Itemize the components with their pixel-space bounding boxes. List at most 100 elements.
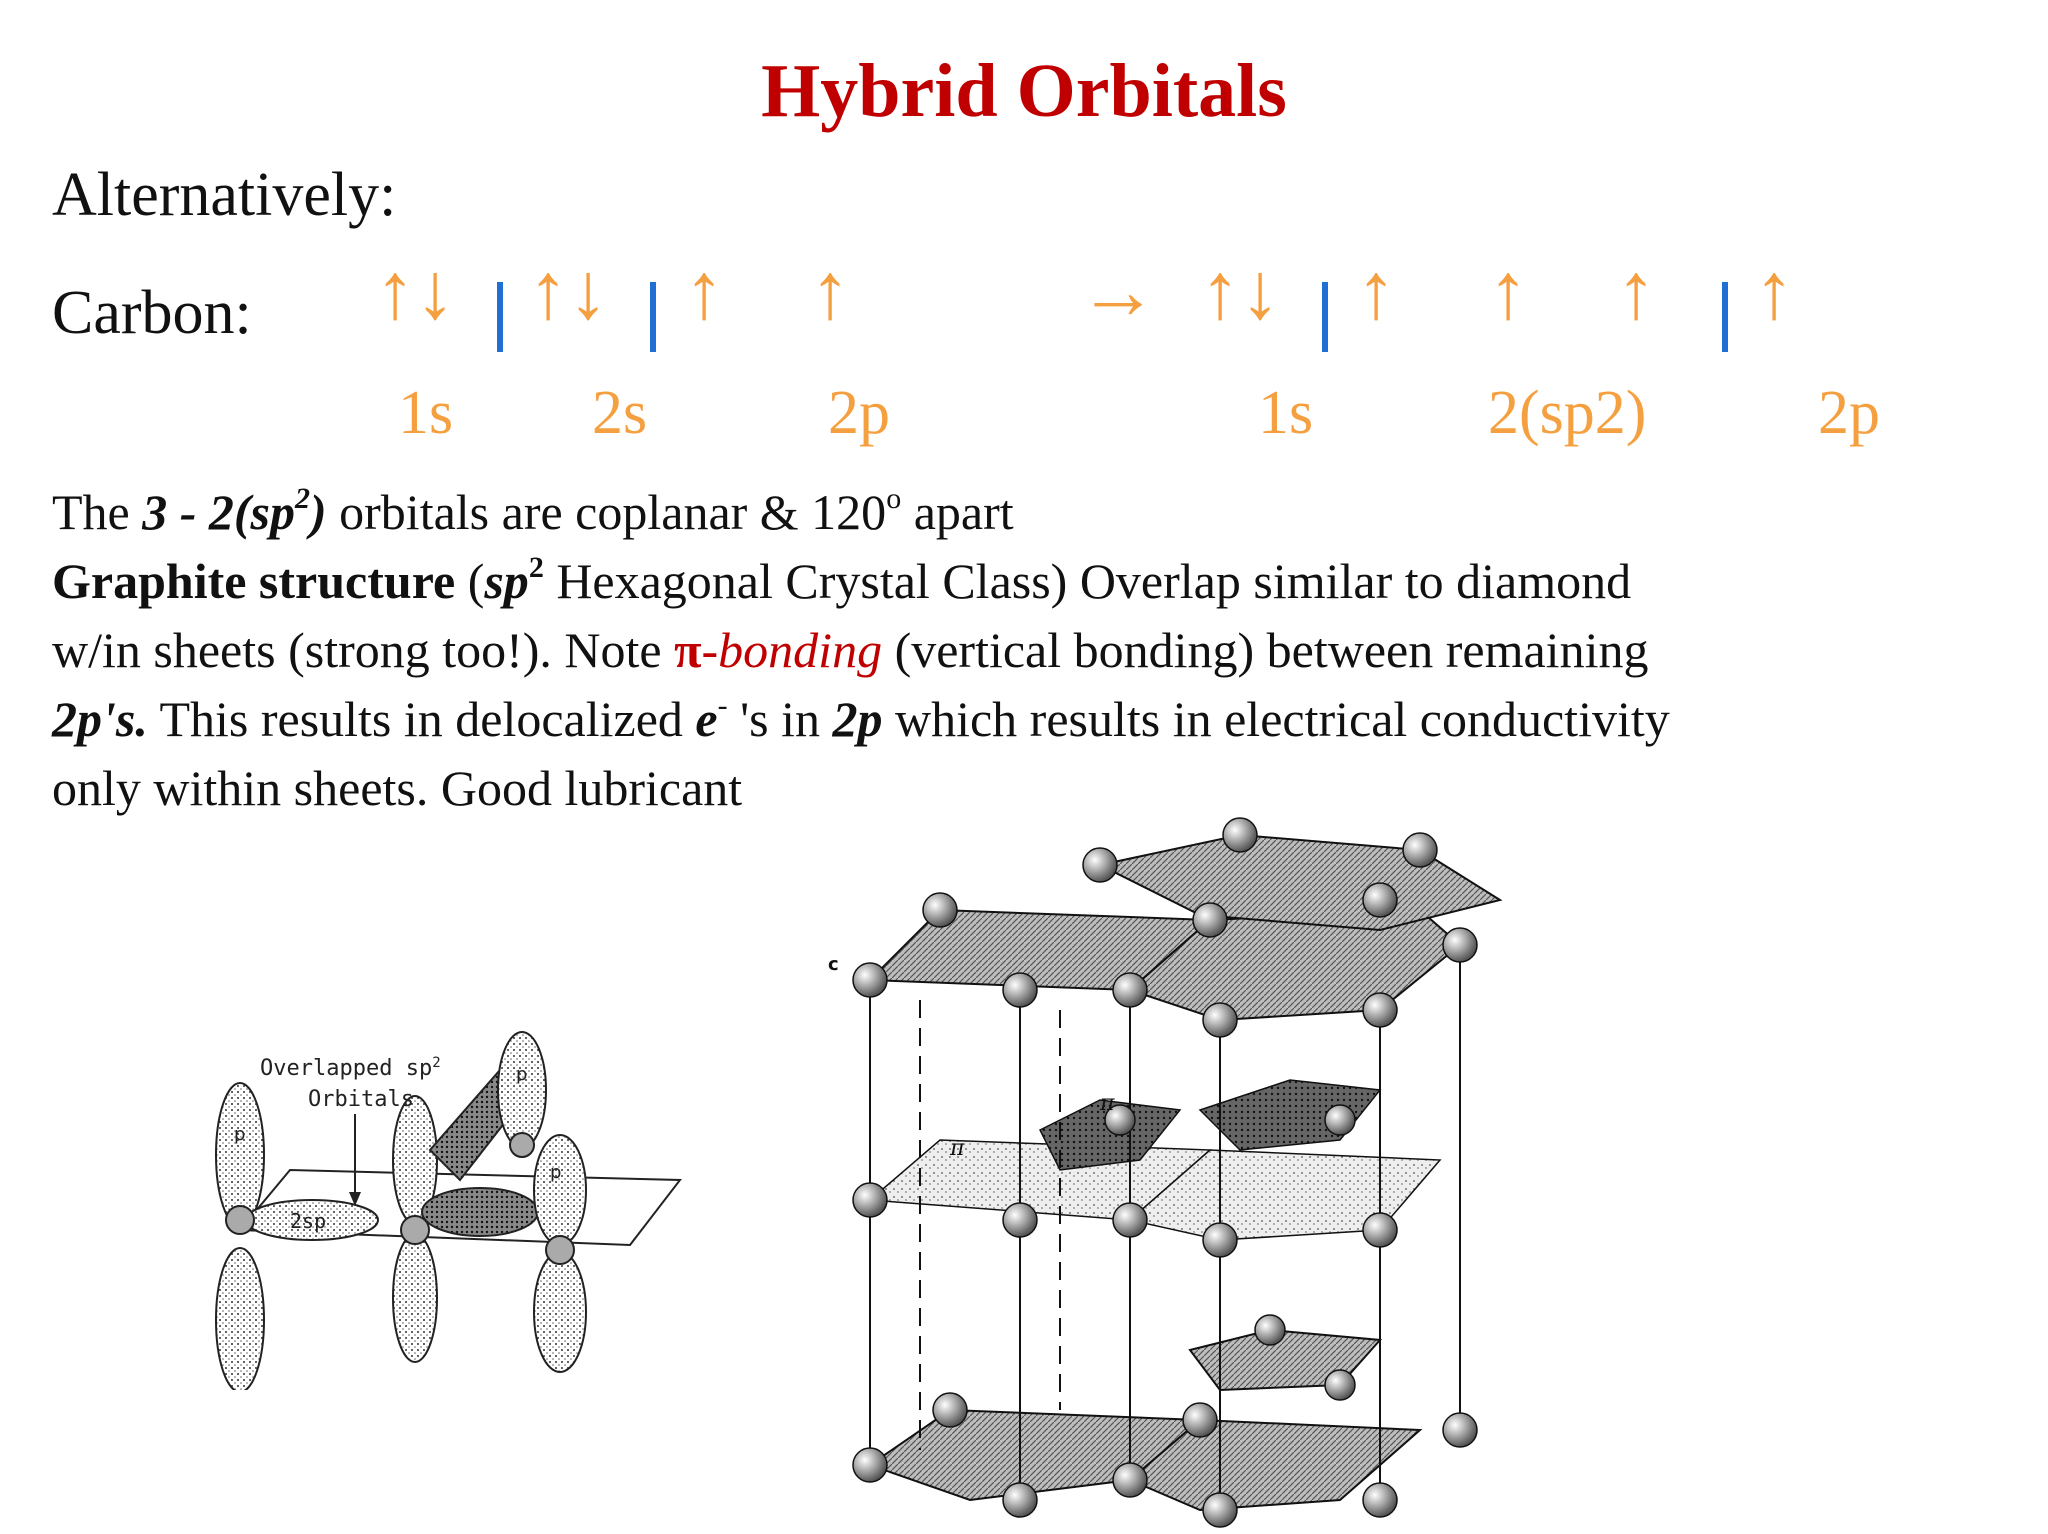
figure-caption-line2: Orbitals	[308, 1087, 414, 1112]
intro-text: Alternatively:	[52, 161, 397, 229]
superscript: 2	[528, 551, 544, 584]
carbon-atom	[225, 1205, 255, 1235]
carbon-atom	[852, 1182, 888, 1218]
label-2p-after: 2p	[1818, 379, 1880, 447]
label-2p-before: 2p	[828, 379, 890, 447]
carbon-atom	[1402, 832, 1438, 868]
text-run: which results in electrical conductivity	[882, 691, 1670, 747]
arrow-2s-before: ↑↓	[528, 248, 608, 336]
arrow-sp2-3: ↑	[1616, 248, 1656, 336]
text-line-2: Graphite structure (sp2 Hexagonal Crysta…	[52, 547, 2012, 616]
carbon-atom	[1202, 1222, 1238, 1258]
2ps-term: 2p's.	[52, 691, 148, 747]
explanation-paragraph: The 3 - 2(sp2) orbitals are coplanar & 1…	[52, 478, 2012, 823]
carbon-atom	[1324, 1369, 1356, 1401]
carbon-atom	[1082, 847, 1118, 883]
superscript: 2	[295, 482, 310, 515]
sheet-plane	[237, 1168, 682, 1247]
text-run: apart	[901, 484, 1014, 540]
text-run: (	[455, 553, 485, 609]
carbon-atom	[1254, 1314, 1286, 1346]
carbon-atom	[1112, 1202, 1148, 1238]
sp2-orbital-overlap-figure: Overlapped sp2 Orbitals 2sp p p p	[215, 1031, 682, 1390]
text-run: 's in	[727, 691, 833, 747]
text-line-3: w/in sheets (strong too!). Note π-bondin…	[52, 616, 2012, 685]
sp2-lobe-label: 2sp	[290, 1209, 326, 1233]
arrow-sp2-2: ↑	[1488, 248, 1528, 336]
divider	[1322, 282, 1328, 352]
carbon-atom	[932, 1392, 968, 1428]
carbon-atom	[1182, 1402, 1218, 1438]
carbon-atom	[1222, 817, 1258, 853]
carbon-atom	[1002, 1202, 1038, 1238]
text-run: orbitals are coplanar & 120	[326, 484, 887, 540]
2p-term: 2p	[832, 691, 883, 747]
graphite-lattice-figure: c π π	[828, 817, 1503, 1528]
text-line-4: 2p's. This results in delocalized e- 's …	[52, 685, 2012, 754]
carbon-atom	[1362, 882, 1398, 918]
carbon-atom	[852, 962, 888, 998]
carbon-atom	[400, 1215, 430, 1245]
label-1s-before: 1s	[398, 379, 454, 447]
carbon-atom	[1324, 1104, 1356, 1136]
transform-arrow: →	[1078, 248, 1158, 336]
text-run: The	[52, 484, 143, 540]
carbon-atom	[1112, 972, 1148, 1008]
arrow-2p-before-1: ↑	[684, 248, 724, 336]
figure-caption: Overlapped sp2	[260, 1055, 441, 1081]
carbon-atom	[1104, 1104, 1136, 1136]
carbon-atom	[1202, 1002, 1238, 1038]
text-run: )	[310, 484, 327, 540]
divider	[650, 282, 656, 352]
carbon-atom	[922, 892, 958, 928]
p-orbital-lobe	[215, 1247, 265, 1390]
arrow-1s-before: ↑↓	[375, 248, 455, 336]
p-orbital-lobe	[533, 1251, 587, 1373]
text-run: Hexagonal Crystal Class) Overlap similar…	[543, 553, 1632, 609]
label-2s-before: 2s	[592, 379, 648, 447]
text-run: 3 - 2(sp	[142, 484, 295, 540]
carbon-atom	[1192, 902, 1228, 938]
pi-bonding-term: -bonding	[701, 622, 883, 678]
electron-symbol: e	[695, 691, 718, 747]
text-run: (vertical bonding) between remaining	[882, 622, 1649, 678]
carbon-atom	[1442, 1412, 1478, 1448]
caption-pointer-head	[349, 1192, 361, 1206]
superscript: -	[717, 689, 728, 722]
pi-bond-region	[1038, 1099, 1182, 1171]
divider	[1722, 282, 1728, 352]
pi-label: π	[1099, 1091, 1115, 1116]
arrow-sp2-1: ↑	[1356, 248, 1396, 336]
carbon-atom	[1442, 927, 1478, 963]
label-sp2-after: 2(sp2)	[1488, 379, 1647, 447]
label-1s-after: 1s	[1258, 379, 1314, 447]
text-line-1: The 3 - 2(sp2) orbitals are coplanar & 1…	[52, 478, 2012, 547]
graphite-structure-heading: Graphite structure	[52, 553, 456, 609]
top-sheet-hexagon	[1097, 833, 1503, 932]
divider	[497, 282, 503, 352]
degree-superscript: o	[886, 482, 902, 515]
text-run: w/in sheets (strong too!). Note	[52, 622, 675, 678]
carbon-atom	[545, 1235, 575, 1265]
p-label: p	[550, 1162, 561, 1183]
carbon-atom	[1202, 1492, 1238, 1528]
carbon-atom	[1362, 1212, 1398, 1248]
text-run: This results in delocalized	[147, 691, 696, 747]
carbon-atom	[1362, 1482, 1398, 1518]
text-line-5: only within sheets. Good lubricant	[52, 760, 743, 816]
arrow-1s-after: ↑↓	[1200, 248, 1280, 336]
carbon-atom	[1002, 972, 1038, 1008]
sp2-lobe	[421, 1187, 539, 1237]
arrow-2p-before-2: ↑	[810, 248, 850, 336]
sp-term: sp	[484, 553, 529, 609]
pi-symbol: π	[674, 622, 702, 678]
p-orbital-lobe	[497, 1031, 547, 1149]
pi-label: π	[949, 1136, 965, 1161]
carbon-atom	[1362, 992, 1398, 1028]
page-title: Hybrid Orbitals	[761, 49, 1287, 133]
p-orbital-lobe	[533, 1134, 587, 1246]
carbon-label: Carbon:	[52, 279, 252, 347]
c-axis-label: c	[828, 954, 839, 975]
arrow-2p-after: ↑	[1754, 248, 1794, 336]
p-label: p	[234, 1124, 245, 1145]
